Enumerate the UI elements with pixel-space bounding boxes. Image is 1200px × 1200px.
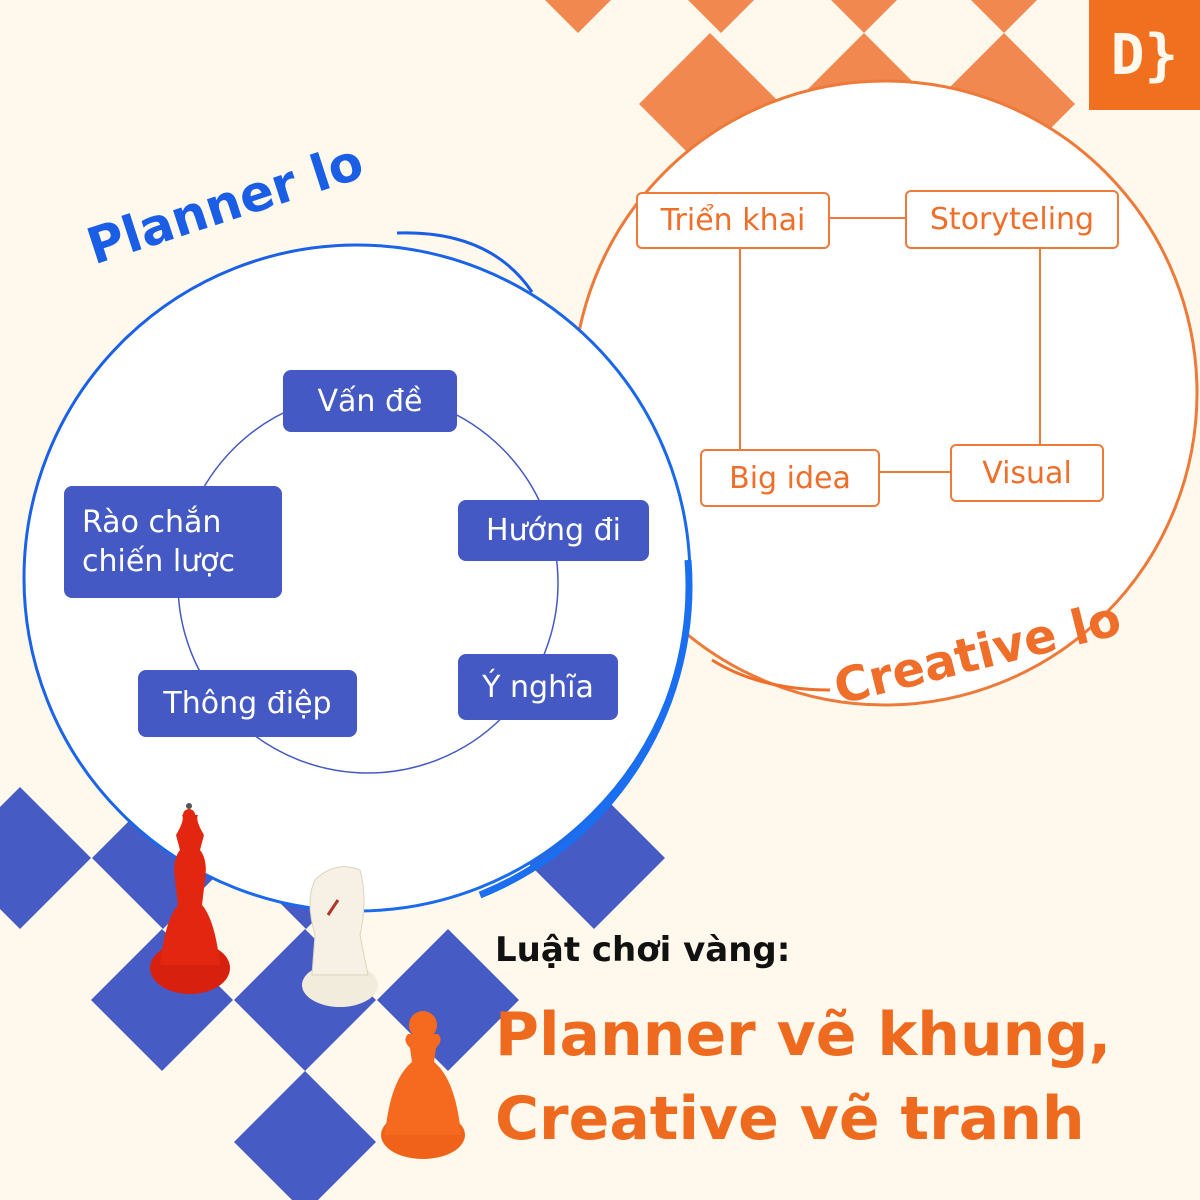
planner-swoosh	[396, 231, 534, 293]
orange-diamond	[971, 0, 1037, 33]
creative-item-storyteling: Storyteling	[905, 190, 1119, 249]
white-knight-icon	[302, 866, 378, 1007]
headline-line-2: Creative vẽ tranh	[495, 1084, 1085, 1154]
orange-diamond	[831, 0, 897, 33]
orange-diamond	[688, 0, 754, 33]
planner-item-van-de: Vấn đề	[283, 370, 457, 432]
red-queen-icon	[150, 803, 230, 994]
planner-item-rao-chan: Rào chắn chiến lược	[64, 486, 282, 598]
blue-diamond	[0, 787, 91, 929]
headline-line-1: Planner vẽ khung,	[495, 1000, 1112, 1070]
creative-item-big-idea: Big idea	[700, 449, 880, 507]
brand-logo: D}	[1089, 0, 1200, 110]
creative-item-trien-khai: Triển khai	[636, 192, 830, 249]
planner-item-y-nghia: Ý nghĩa	[458, 654, 618, 720]
planner-circle-accent	[478, 559, 693, 899]
orange-diamond	[545, 0, 611, 33]
planner-item-huong-di: Hướng đi	[458, 500, 649, 561]
creative-connectors	[739, 217, 1041, 473]
creative-swoosh	[711, 658, 831, 692]
creative-item-visual: Visual	[950, 444, 1104, 502]
rule-label: Luật chơi vàng:	[495, 930, 791, 970]
orange-pawn-icon	[381, 1011, 465, 1159]
planner-item-thong-diep: Thông điệp	[138, 670, 357, 737]
blue-diamond	[234, 1071, 376, 1200]
